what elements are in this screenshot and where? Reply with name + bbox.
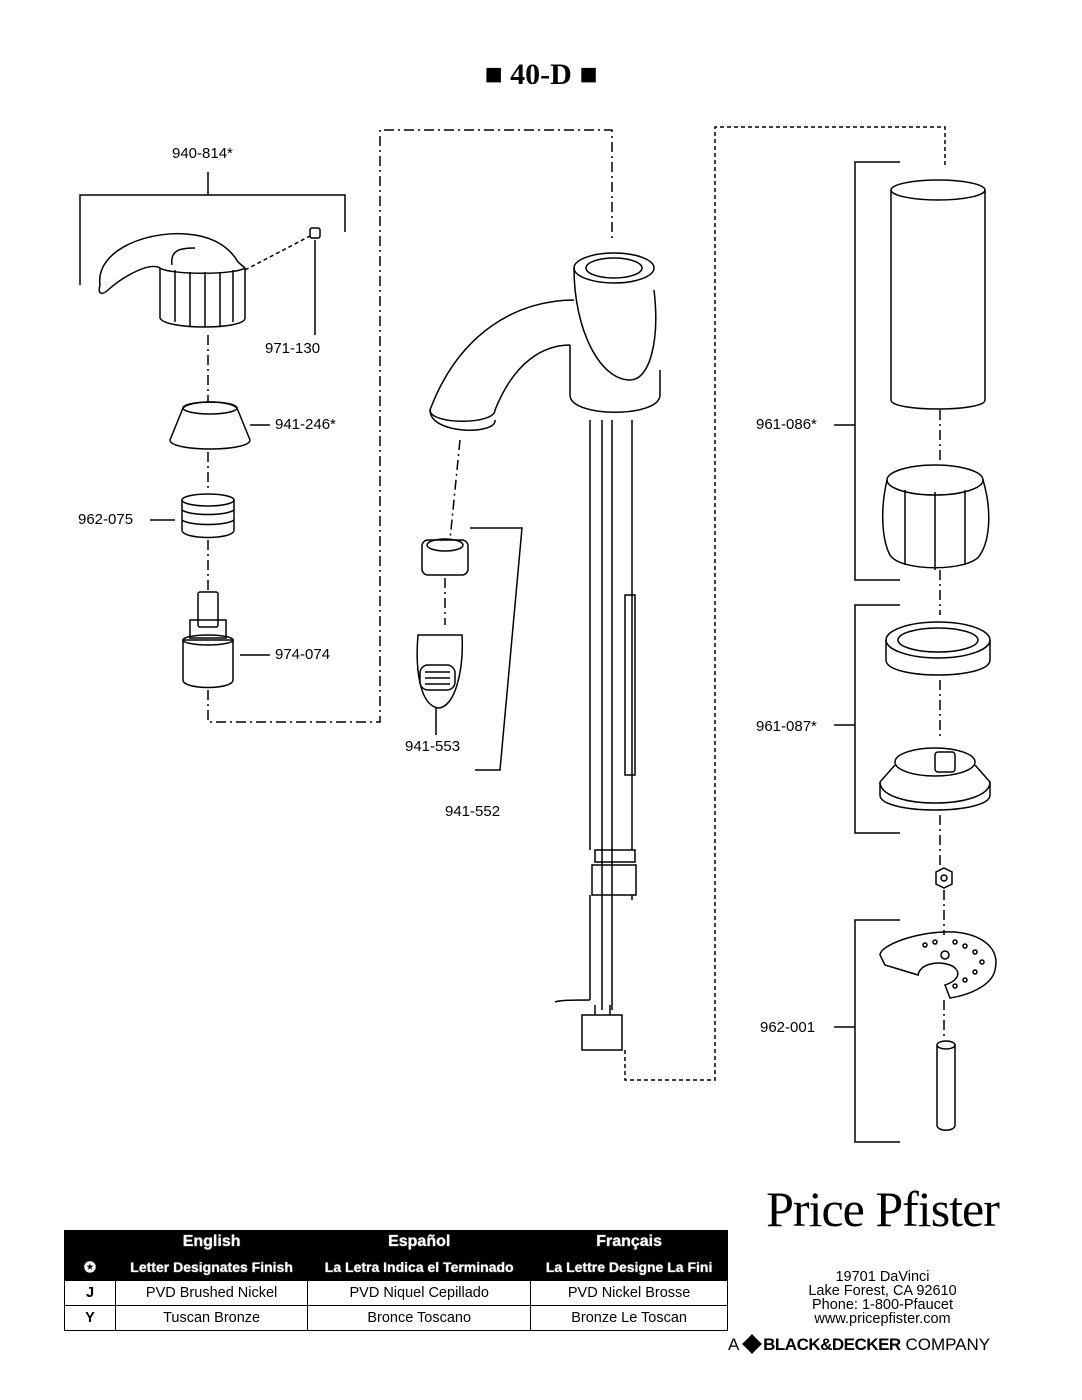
bonnet-nut-drawing bbox=[150, 493, 235, 539]
part-label-974-074: 974-074 bbox=[275, 646, 331, 663]
handle-bracket bbox=[79, 172, 346, 285]
lever-handle-drawing bbox=[98, 233, 246, 328]
address-line-2: Lake Forest, CA 92610 bbox=[808, 1283, 957, 1299]
company-prefix: A bbox=[728, 1335, 739, 1354]
aerator-drawing bbox=[416, 439, 523, 771]
company-name: BLACK&DECKER bbox=[763, 1335, 901, 1354]
finish-table-corner bbox=[64, 1230, 116, 1254]
designates-english: Letter Designates Finish bbox=[114, 1253, 309, 1281]
finish-english: Tuscan Bronze bbox=[114, 1305, 309, 1331]
part-label-941-246: 941-246* bbox=[275, 416, 336, 433]
gasket-ring-drawing bbox=[885, 621, 991, 676]
part-label-941-553: 941-553 bbox=[405, 738, 461, 755]
part-label-962-001: 962-001 bbox=[760, 1019, 816, 1036]
escutcheon-bell-drawing bbox=[881, 464, 990, 570]
finish-espanol: PVD Niquel Cepillado bbox=[307, 1280, 532, 1306]
threaded-rod-drawing bbox=[936, 1040, 956, 1131]
table-row: Y Tuscan Bronze Bronce Toscano Bronze Le… bbox=[64, 1305, 728, 1331]
mounting-plate-drawing bbox=[879, 931, 997, 999]
website: www.pricepfister.com bbox=[814, 1311, 951, 1327]
finish-english: PVD Brushed Nickel bbox=[114, 1280, 309, 1306]
address-line-1: 19701 DaVinci bbox=[835, 1269, 930, 1285]
part-label-940-814: 940-814* bbox=[172, 145, 233, 162]
header-espanol: Español bbox=[307, 1230, 532, 1254]
spout-body-drawing bbox=[429, 252, 661, 1051]
finish-table: English Español Français ✪ Letter Design… bbox=[64, 1230, 728, 1331]
header-francais: Français bbox=[530, 1230, 728, 1254]
header-english: English bbox=[114, 1230, 309, 1254]
finish-table-language-row: English Español Français bbox=[64, 1230, 728, 1254]
designates-espanol: La Letra Indica el Terminado bbox=[307, 1253, 532, 1281]
base-plate-drawing bbox=[879, 747, 991, 811]
company-suffix: COMPANY bbox=[905, 1335, 991, 1354]
diagram-title: ■ 40-D ■ bbox=[484, 58, 598, 91]
part-label-961-086: 961-086* bbox=[756, 416, 817, 433]
phone-number: Phone: 1-800-Pfaucet bbox=[811, 1297, 954, 1313]
finish-code: J bbox=[64, 1280, 116, 1306]
part-label-961-087: 961-087* bbox=[756, 718, 817, 735]
escutcheon-bracket bbox=[834, 161, 900, 581]
part-label-941-552: 941-552 bbox=[445, 803, 501, 820]
cartridge-drawing bbox=[182, 591, 270, 689]
company-logo-mark bbox=[742, 1334, 763, 1354]
table-row: J PVD Brushed Nickel PVD Niquel Cepillad… bbox=[64, 1280, 728, 1306]
hex-nut-drawing bbox=[935, 867, 953, 889]
finish-francais: PVD Nickel Brosse bbox=[530, 1280, 728, 1306]
part-label-962-075: 962-075 bbox=[78, 511, 134, 528]
finish-code: Y bbox=[64, 1305, 116, 1331]
cap-drawing bbox=[169, 401, 270, 450]
exploded-parts-diagram bbox=[79, 126, 997, 1143]
base-bracket bbox=[834, 604, 900, 834]
finish-espanol: Bronce Toscano bbox=[307, 1305, 532, 1331]
part-label-971-130: 971-130 bbox=[265, 340, 321, 357]
finish-symbol-icon: ✪ bbox=[64, 1253, 116, 1281]
extension-tube-drawing bbox=[890, 179, 986, 410]
finish-table-designates-row: ✪ Letter Designates Finish La Letra Indi… bbox=[64, 1253, 728, 1281]
mounting-bracket bbox=[834, 919, 900, 1143]
designates-francais: La Lettre Designe La Fini bbox=[530, 1253, 728, 1281]
brand-logo: Price Pfister bbox=[766, 1181, 1000, 1237]
finish-francais: Bronze Le Toscan bbox=[530, 1305, 728, 1331]
set-screw-drawing bbox=[244, 227, 321, 335]
company-tagline: A BLACK&DECKER COMPANY bbox=[728, 1334, 1028, 1355]
